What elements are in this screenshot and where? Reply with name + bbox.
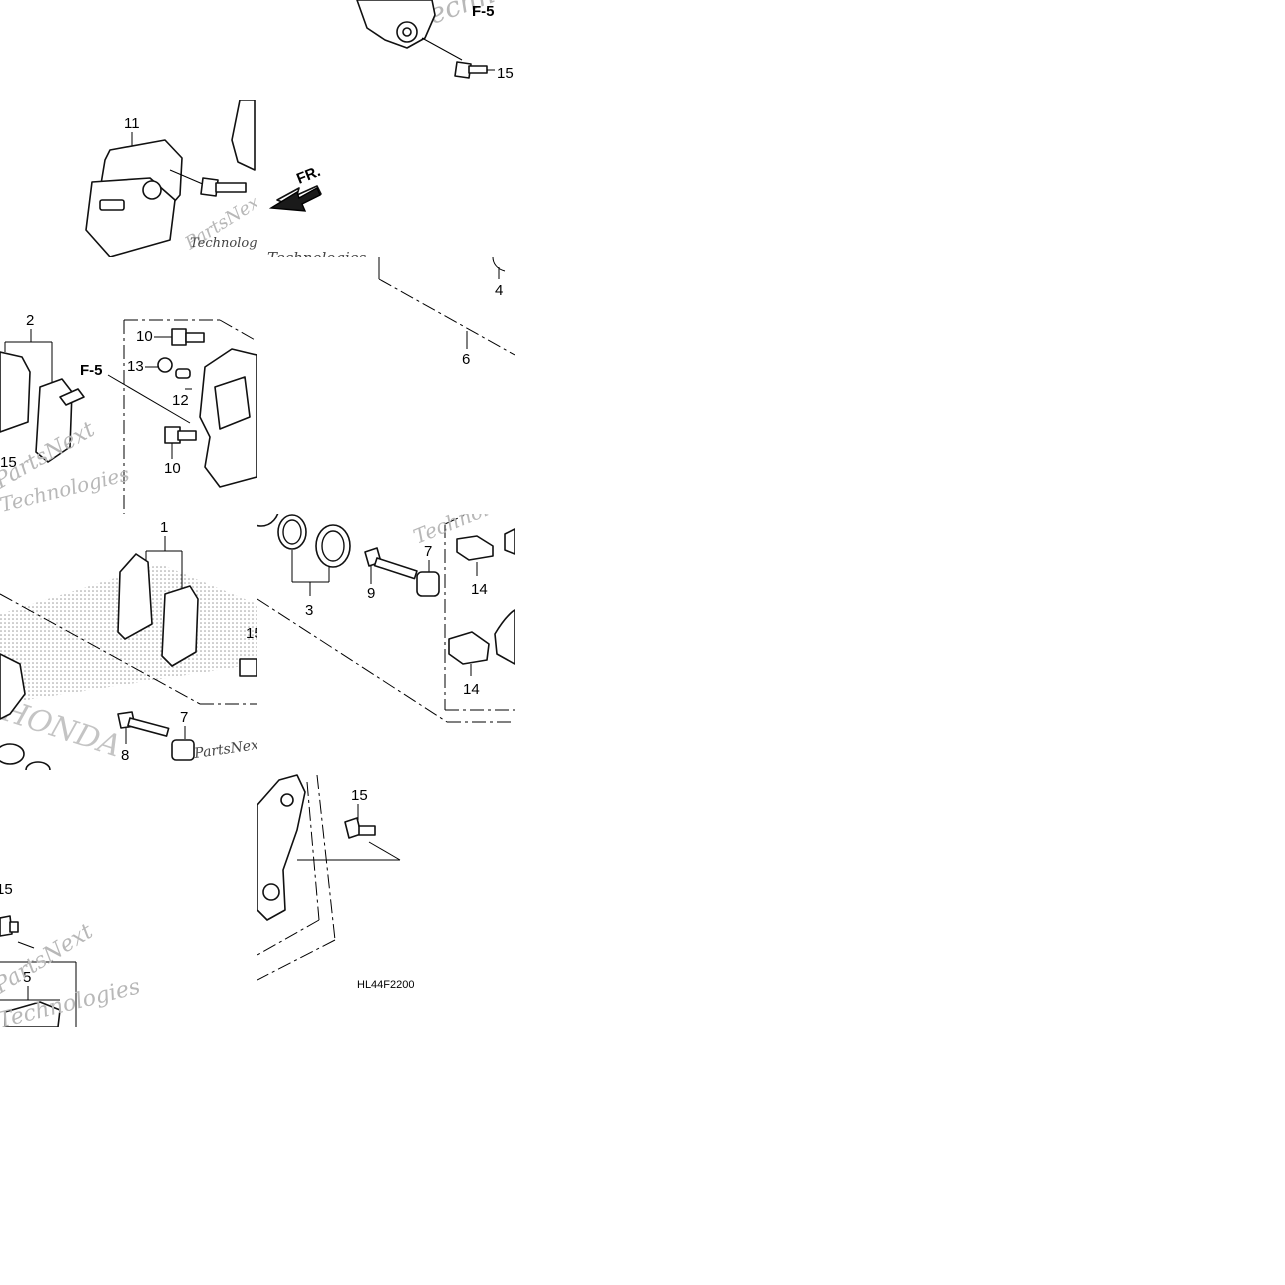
callout-8: 8 bbox=[121, 747, 129, 764]
bleed-cap bbox=[157, 357, 173, 373]
bolt-thread bbox=[215, 182, 247, 193]
slide-pin-shaft bbox=[127, 717, 170, 737]
seal-edge bbox=[492, 257, 506, 272]
brake-pad-left bbox=[117, 553, 153, 640]
callout-3: 3 bbox=[305, 602, 313, 619]
watermark-text: PartsNext bbox=[192, 736, 257, 762]
callout-13: 13 bbox=[127, 358, 144, 375]
bolt-head-center bbox=[402, 27, 412, 37]
bolt-thread bbox=[358, 825, 376, 836]
bracket-edge bbox=[494, 609, 515, 665]
brake-pad-right bbox=[161, 585, 199, 667]
tile-bracket-lines: 4 6 bbox=[257, 257, 515, 372]
watermark-text: Technologies bbox=[267, 249, 367, 257]
callout-15: 15 bbox=[351, 787, 368, 804]
drawing-code: HL44F2200 bbox=[357, 979, 415, 991]
bolt-thread bbox=[9, 921, 19, 933]
caliper-fragment bbox=[0, 653, 26, 720]
bracket-hole bbox=[280, 793, 294, 807]
callout-15: 15 bbox=[0, 881, 13, 898]
bolt-head bbox=[200, 177, 219, 197]
seal-edge bbox=[25, 761, 51, 770]
tile-bolts-lower: 15 5 PartsNext Technologies bbox=[0, 770, 257, 1027]
pin-boot bbox=[171, 739, 195, 761]
callout-9: 9 bbox=[367, 585, 375, 602]
pin-bolt-head bbox=[164, 426, 181, 444]
brake-pad-left bbox=[0, 351, 31, 433]
callout-14: 14 bbox=[471, 581, 488, 598]
pin-boot bbox=[416, 571, 440, 597]
bracket-edge-top bbox=[504, 528, 515, 555]
callout-10: 10 bbox=[136, 328, 153, 345]
callout-6: 6 bbox=[462, 351, 470, 368]
bracket-edge bbox=[231, 100, 256, 171]
tile-direction: FR. Technologies bbox=[257, 100, 515, 257]
callout-2: 2 bbox=[26, 312, 34, 329]
callout-15: 15 bbox=[0, 454, 17, 471]
bolt-15-thread bbox=[468, 65, 488, 74]
tile-brake-pads-front: 2 15 F-5 10 13 12 bbox=[0, 257, 257, 514]
callout-1: 1 bbox=[160, 519, 168, 536]
callout-10: 10 bbox=[164, 460, 181, 477]
ref-label-f5: F-5 bbox=[80, 362, 103, 379]
caliper-body bbox=[356, 0, 436, 49]
pad-spring bbox=[59, 388, 85, 406]
tile-rear-caliper: 11 PartsNext Technologies bbox=[0, 100, 257, 257]
pad-retainer-lower bbox=[448, 631, 490, 665]
slide-pin-shaft bbox=[373, 557, 418, 580]
callout-11: 11 bbox=[124, 115, 140, 132]
bolt-head bbox=[239, 658, 257, 677]
tile-top-caliper: Technologies F-5 15 bbox=[257, 0, 515, 100]
bolt-head bbox=[0, 915, 13, 937]
bracket-hole bbox=[262, 883, 280, 901]
callout-4: 4 bbox=[495, 282, 503, 299]
direction-label: FR. bbox=[294, 163, 323, 188]
pin-bolt-head bbox=[171, 328, 187, 346]
caliper-bracket bbox=[257, 774, 306, 921]
pin-bolt-thread bbox=[185, 332, 205, 343]
tile-brake-pads-rear: 1 15 HONDA 7 8 PartsNext bbox=[0, 514, 257, 770]
callout-7: 7 bbox=[180, 709, 188, 726]
tile-seals-pins: 3 9 7 14 14 Technologies bbox=[257, 514, 515, 770]
piston bbox=[257, 514, 279, 527]
caliper-slot bbox=[99, 199, 125, 211]
tile-caliper-bracket: 15 HL44F2200 bbox=[257, 770, 515, 1027]
caliper-window bbox=[214, 376, 251, 430]
banjo-bolt bbox=[142, 180, 162, 200]
forward-arrow-fill bbox=[268, 187, 321, 212]
callout-14: 14 bbox=[463, 681, 480, 698]
pad-retainer-upper bbox=[456, 535, 494, 561]
piston-edge bbox=[0, 743, 25, 765]
bleed-valve bbox=[175, 368, 191, 379]
brake-hose-fitting bbox=[4, 1001, 61, 1027]
callout-15: 15 bbox=[497, 65, 514, 82]
bolt-15-head bbox=[454, 61, 472, 79]
callout-15: 15 bbox=[246, 625, 257, 642]
ref-label-f5: F-5 bbox=[472, 3, 495, 20]
pin-bolt-thread bbox=[177, 430, 197, 441]
callout-7: 7 bbox=[424, 543, 432, 560]
callout-12: 12 bbox=[172, 392, 189, 409]
watermark-text-2: Technologies bbox=[190, 236, 257, 251]
callout-5: 5 bbox=[23, 969, 31, 986]
